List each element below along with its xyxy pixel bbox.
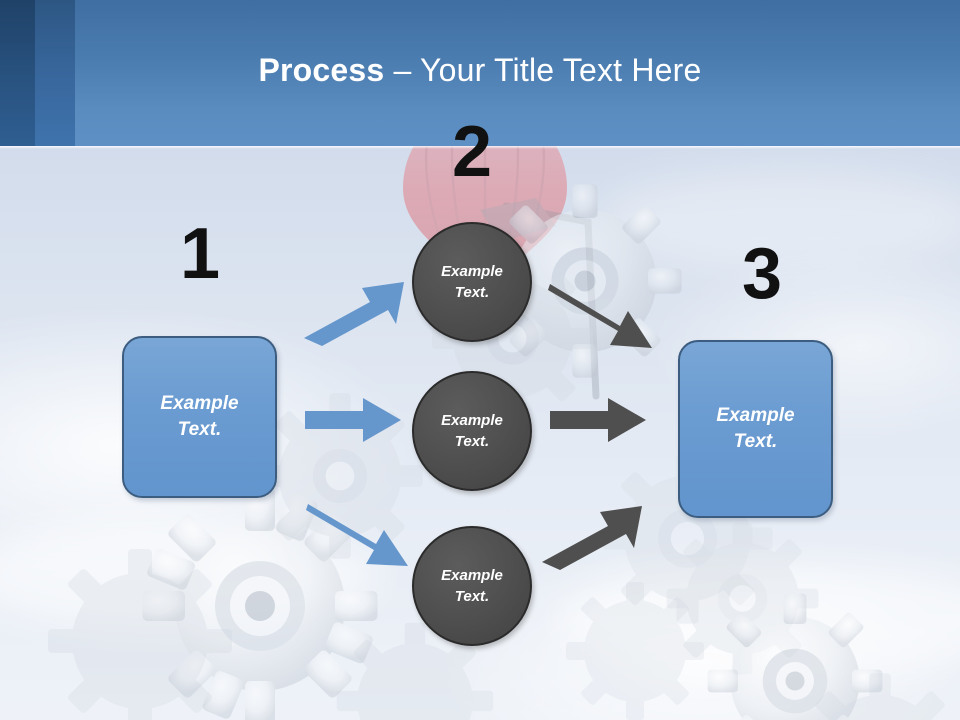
process-step-circle-middle[interactable]: Example Text.: [412, 371, 532, 491]
gear-icon: [707, 593, 883, 720]
process-output-box-line2: Text.: [733, 431, 778, 452]
slide-header: Process – Your Title Text Here: [0, 0, 960, 146]
header-divider: [0, 146, 960, 149]
process-input-box[interactable]: Example Text.: [122, 336, 277, 498]
arrow-left-to-mid-circle: [305, 398, 401, 442]
gear-icon: [815, 673, 945, 720]
process-input-box-line2: Text.: [177, 419, 222, 440]
process-output-box[interactable]: Example Text.: [678, 340, 833, 518]
process-output-box-text: Example Text.: [716, 403, 794, 455]
process-input-box-line1: Example: [160, 393, 239, 414]
process-step-circle-bottom-line2: Text.: [454, 588, 490, 605]
process-step-circle-top-line1: Example: [441, 263, 503, 280]
process-step-circle-top[interactable]: Example Text.: [412, 222, 532, 342]
process-step-circle-middle-line1: Example: [441, 412, 503, 429]
header-band-main: [75, 0, 960, 146]
header-band-dark: [0, 0, 35, 146]
process-step-circle-top-text: Example Text.: [441, 261, 503, 303]
process-output-box-line1: Example: [716, 405, 795, 426]
step-number-1: 1: [179, 214, 221, 294]
step-number-3: 3: [741, 234, 783, 314]
arrow-left-to-bottom-circle: [306, 504, 408, 566]
page-title-strong: Process: [258, 52, 385, 88]
gear-icon: [142, 488, 378, 720]
process-step-circle-bottom[interactable]: Example Text.: [412, 526, 532, 646]
header-band-mid: [35, 0, 75, 146]
process-step-circle-middle-line2: Text.: [454, 433, 490, 450]
arrow-top-circle-to-right: [548, 284, 652, 348]
page-title: Process – Your Title Text Here: [0, 50, 960, 90]
arrow-left-to-top-circle: [304, 282, 404, 346]
gear-icon: [566, 582, 704, 720]
process-step-circle-bottom-text: Example Text.: [441, 565, 503, 607]
background-illustration: [0, 146, 960, 720]
process-step-circle-middle-text: Example Text.: [441, 410, 503, 452]
arrow-mid-circle-to-right: [550, 398, 646, 442]
process-step-circle-bottom-line1: Example: [441, 567, 503, 584]
page-title-rest: – Your Title Text Here: [384, 52, 702, 88]
gear-icon: [336, 622, 494, 720]
gear-icon: [48, 549, 232, 720]
arrow-bottom-circle-to-right: [542, 506, 642, 570]
process-input-box-text: Example Text.: [160, 391, 238, 443]
step-number-2: 2: [451, 112, 493, 192]
process-step-circle-top-line2: Text.: [454, 284, 490, 301]
